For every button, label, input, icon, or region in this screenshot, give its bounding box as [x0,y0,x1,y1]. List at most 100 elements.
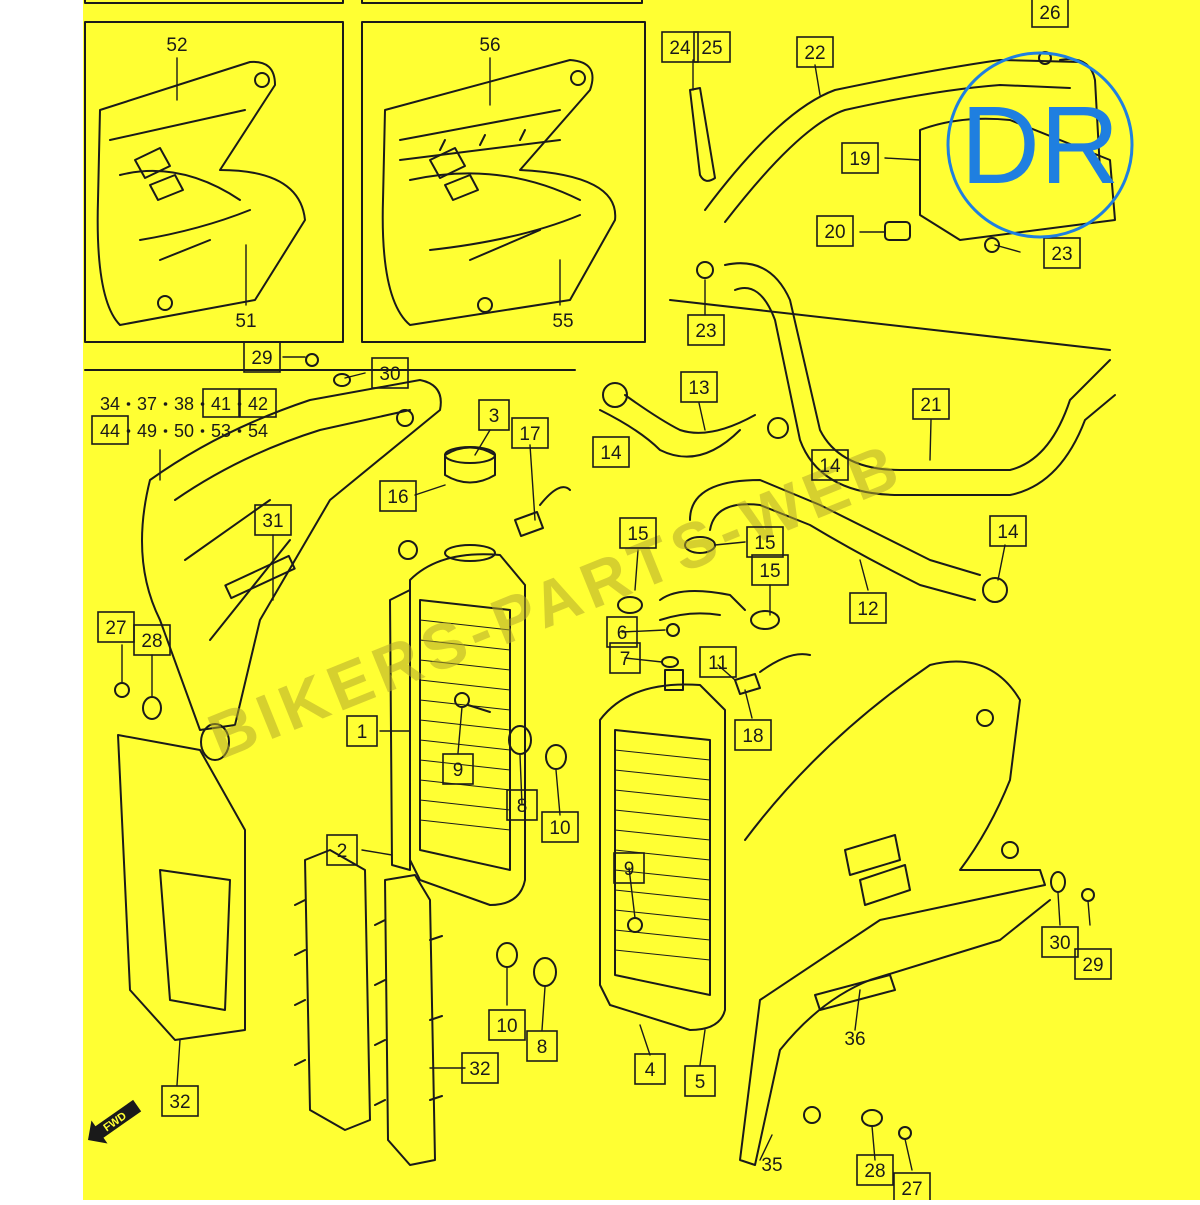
header-list-label: 42 [248,394,268,414]
header-list-label: 37 [137,394,157,414]
header-list-separator [237,429,242,433]
callout-label: 24 [669,38,691,59]
callout-box [1043,237,1081,269]
collar-10-right [496,942,518,968]
callout-label: 32 [169,1092,190,1113]
header-list-separator [126,402,131,406]
header-list-label: 34 [100,394,120,414]
callout-c23a: 23 [1043,237,1081,269]
grommet-8-right [533,957,557,987]
shroud-hole-bottom [1001,841,1019,859]
callout-box [613,852,645,884]
callout-label: 9 [624,859,635,880]
callout-c56: 56 [479,35,500,56]
radiator-left-neck [444,544,496,562]
grommet-8-left [508,725,532,755]
callout-c18: 18 [734,719,772,751]
callout-box [734,719,772,751]
collar-10-left [545,744,567,770]
callout-box [606,616,638,648]
callout-box [511,417,549,449]
callout-label: 28 [864,1161,885,1182]
callout-label: 55 [552,311,573,332]
callout-label: 10 [549,818,570,839]
callout-label: 31 [262,511,283,532]
callout-label: 6 [617,623,628,644]
radiator-right-4 [599,683,726,1031]
header-list-item: 41 [202,388,242,418]
callout-label: 56 [479,35,500,56]
callout-label: 11 [708,653,728,674]
callout-box [989,515,1027,547]
cap-seal [444,446,496,464]
callout-label: 51 [235,311,256,332]
inset-box-mid-top [361,0,643,4]
clamp-14-right [982,577,1008,603]
callout-label: 22 [804,43,825,64]
callout-c8b: 8 [526,1030,558,1062]
callout-label: 14 [600,443,622,464]
callout-c6: 6 [606,616,638,648]
callout-c15b: 15 [746,526,784,558]
callout-label: 35 [761,1155,782,1176]
radiator-louver-32-mid [304,849,436,1166]
decal-51-logo [134,147,184,201]
header-list-separator [126,429,131,433]
callout-c8a: 8 [506,789,538,821]
decal-55-inner [399,109,581,261]
sensor-17 [514,486,571,537]
callout-box [1074,948,1112,980]
decal-51-hole-top [254,72,270,88]
callout-c36: 36 [844,1029,865,1050]
callout-c26: 26 [1031,0,1069,28]
header-list-item: 44 [91,415,131,445]
header-list-label: 41 [211,394,231,414]
callout-label: 25 [701,38,722,59]
radiator-left-core [419,599,511,871]
decal-51-inner [109,109,251,261]
callout-c7: 7 [609,642,641,674]
radiator-guard-31 [141,379,442,731]
callout-label: 13 [688,378,709,399]
callout-label: 28 [141,631,162,652]
callout-c20: 20 [816,215,854,247]
callout-box [379,480,417,512]
callout-label: 8 [537,1037,548,1058]
washer-30-right [1050,871,1066,893]
callout-label: 23 [695,321,716,342]
callout-box [326,834,358,866]
hose-11 [659,590,746,621]
callout-box [687,314,725,346]
radiator-louver-32-left [117,734,246,1041]
callout-c19: 19 [841,142,879,174]
header-list-label: 38 [174,394,194,414]
callout-c5: 5 [684,1065,716,1097]
decal-55-hole-top [570,70,586,86]
strip-31 [224,554,296,600]
callout-box [811,449,849,481]
decal-55-barbs [399,129,561,161]
callout-label: 27 [105,618,126,639]
callout-c1: 1 [346,715,378,747]
sensor-18 [734,653,811,695]
callout-box [699,646,737,678]
callout-c30a: 30 [371,357,409,389]
callout-box [161,1085,199,1117]
header-list-item: 50 [174,421,205,441]
radiator-left-side-plate [389,589,411,871]
grommet-20 [884,221,911,241]
header-list-item: 54 [248,421,268,441]
callout-c15c: 15 [751,554,789,586]
inset-box-shroud-decal-left [84,21,344,343]
callout-c28a: 28 [133,624,171,656]
callout-box [592,436,630,468]
callout-box [1041,926,1079,958]
callout-c10b: 10 [488,1009,526,1041]
callout-label: 36 [844,1029,865,1050]
callout-label: 23 [1051,244,1072,265]
callout-box [634,1053,666,1085]
washer-30-top [333,373,351,387]
